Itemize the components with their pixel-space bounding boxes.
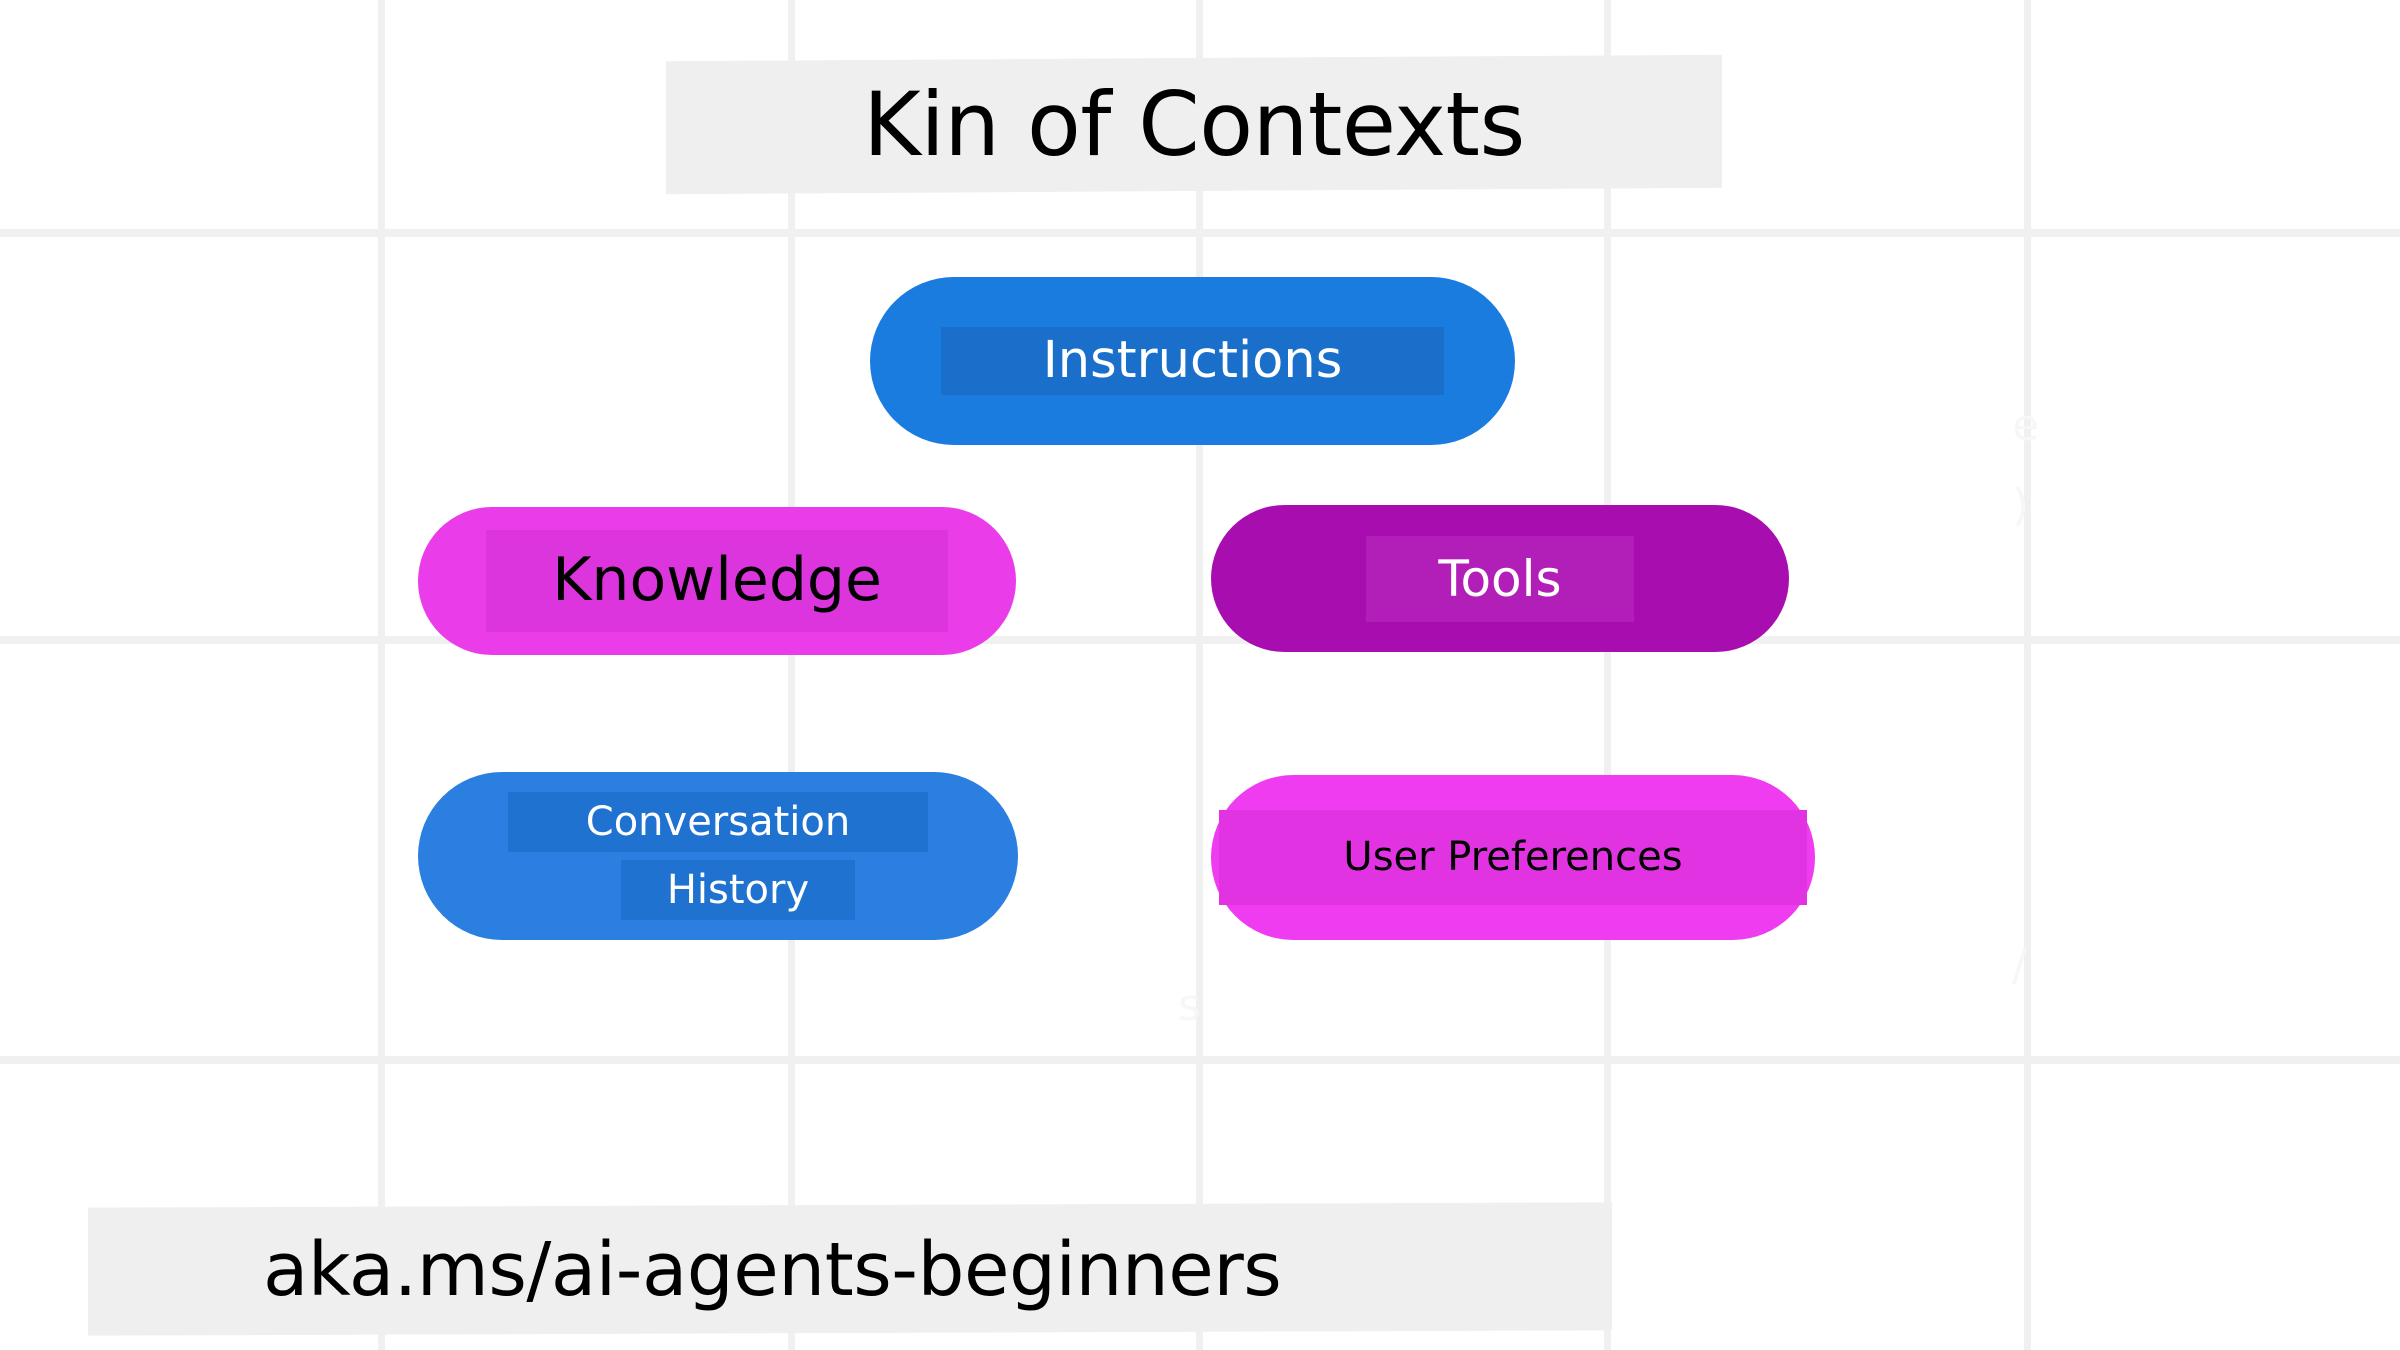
node-conversation-history-label-line-2: History <box>666 867 810 913</box>
node-conversation-history[interactable]: Conversation History <box>418 772 1018 940</box>
ghost-artifact: / <box>2012 940 2027 991</box>
grid-line-vertical <box>2024 0 2031 1350</box>
grid-line-vertical <box>1196 0 1203 1350</box>
node-conversation-history-label-line-1-wrap: Conversation <box>507 791 929 853</box>
node-instructions-label: Instructions <box>1042 331 1343 391</box>
ghost-artifact: s <box>1178 980 1201 1031</box>
node-conversation-history-label-line-1: Conversation <box>585 798 851 845</box>
node-user-preferences-label-wrap: User Preferences <box>1219 810 1807 906</box>
grid-line-vertical <box>378 0 385 1350</box>
node-user-preferences-label: User Preferences <box>1343 834 1683 881</box>
node-tools-label: Tools <box>1438 549 1562 608</box>
grid-line-horizontal <box>0 1056 2400 1064</box>
page-title: Kin of Contexts <box>863 72 1525 176</box>
node-tools-label-wrap: Tools <box>1366 535 1634 622</box>
footer-url: aka.ms/ai-agents-beginners <box>263 1227 1282 1313</box>
grid-line-vertical <box>1604 0 1611 1350</box>
ghost-artifact: ) <box>2012 480 2030 531</box>
node-conversation-history-label-line-2-wrap: History <box>620 859 856 921</box>
node-knowledge-label-wrap: Knowledge <box>486 530 948 632</box>
grid-line-horizontal <box>0 636 2400 644</box>
grid-line-vertical <box>788 0 795 1350</box>
node-knowledge-label: Knowledge <box>552 545 882 616</box>
node-tools[interactable]: Tools <box>1211 505 1789 652</box>
node-instructions-label-wrap: Instructions <box>940 327 1444 395</box>
node-user-preferences[interactable]: User Preferences <box>1211 775 1815 940</box>
node-knowledge[interactable]: Knowledge <box>418 507 1016 655</box>
node-instructions[interactable]: Instructions <box>870 277 1515 445</box>
ghost-artifact: e <box>2012 400 2040 451</box>
grid-line-horizontal <box>0 229 2400 237</box>
